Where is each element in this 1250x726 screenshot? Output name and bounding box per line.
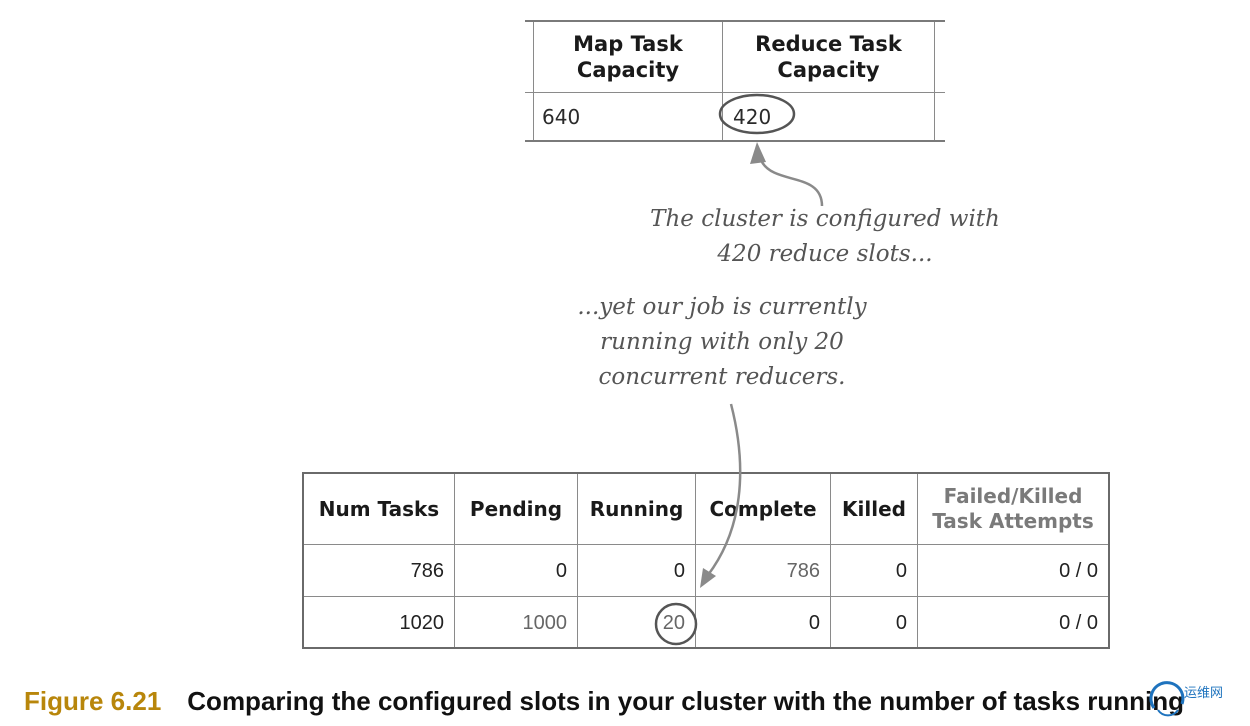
table-cell: 0 <box>808 611 820 634</box>
table-cell: 0 <box>895 559 907 582</box>
map-task-capacity-header: Map Task Capacity <box>573 32 683 82</box>
annotation-arrow-to-420 <box>760 161 824 207</box>
column-divider <box>830 474 831 647</box>
failed-killed-attempts-header: Failed/Killed Task Attempts <box>932 484 1094 533</box>
num-tasks-header: Num Tasks <box>318 496 440 521</box>
table-cell: 786 <box>786 559 820 582</box>
column-divider <box>454 474 455 647</box>
highlight-circle-20 <box>654 602 698 646</box>
row-divider <box>304 544 1108 545</box>
column-divider <box>934 22 935 140</box>
pending-header: Pending <box>469 496 563 521</box>
watermark-text: 运维网 <box>1184 686 1224 701</box>
row-divider <box>525 92 945 93</box>
tasks-table: Num Tasks Pending Running Complete Kille… <box>302 472 1110 649</box>
annotation-arrow-to-20 <box>707 403 742 576</box>
highlight-circle-420 <box>718 93 796 135</box>
column-divider <box>917 474 918 647</box>
table-cell: 0 <box>673 559 685 582</box>
table-cell: 0 / 0 <box>1059 559 1098 582</box>
watermark: 运维网 <box>1148 680 1248 726</box>
killed-header: Killed <box>842 496 906 521</box>
column-divider <box>577 474 578 647</box>
running-reducers-cell: 20 <box>662 611 685 634</box>
arrowhead-down-icon <box>700 568 716 588</box>
map-task-capacity-value: 640 <box>542 104 581 129</box>
table-cell: 0 <box>555 559 567 582</box>
column-divider <box>695 474 696 647</box>
row-divider <box>304 596 1108 597</box>
table-cell: 1020 <box>399 611 445 634</box>
watermark-logo-icon <box>1149 681 1185 717</box>
table-cell: 0 / 0 <box>1059 611 1098 634</box>
table-cell: 0 <box>895 611 907 634</box>
running-header: Running <box>589 496 684 521</box>
reduce-task-capacity-value: 420 <box>733 104 772 129</box>
caption-text: Comparing the configured slots in your c… <box>187 686 1185 716</box>
figure-number: Figure 6.21 <box>24 686 162 716</box>
arrowhead-up-icon <box>750 142 766 164</box>
concurrent-reducers-note: ...yet our job is currently running with… <box>577 294 867 390</box>
column-divider <box>722 22 723 140</box>
table-cell: 786 <box>410 559 444 582</box>
reduce-task-capacity-header: Reduce Task Capacity <box>755 32 902 82</box>
column-divider <box>533 22 534 140</box>
complete-header: Complete <box>709 496 817 521</box>
capacity-table: Map Task Capacity Reduce Task Capacity 6… <box>525 20 945 142</box>
figure-caption: Figure 6.21 Comparing the configured slot… <box>24 686 1184 717</box>
table-cell: 1000 <box>522 611 568 634</box>
reduce-slots-note: The cluster is configured with 420 reduc… <box>650 206 1000 267</box>
